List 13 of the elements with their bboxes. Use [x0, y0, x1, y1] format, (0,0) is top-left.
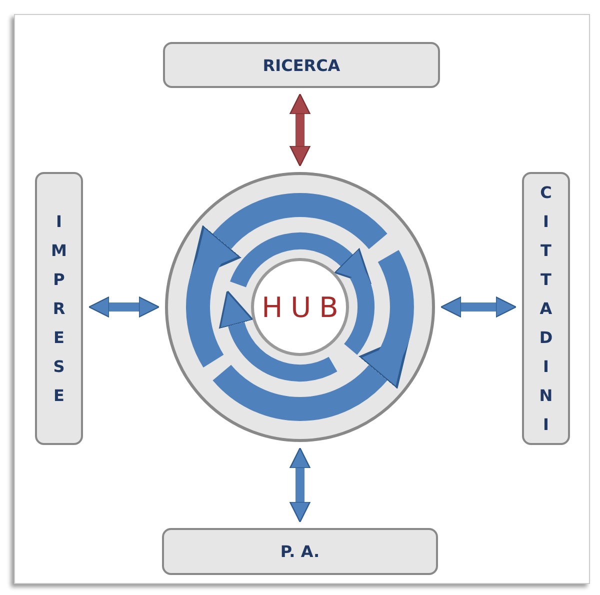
- rounded-box: [35, 172, 83, 445]
- box-label: CITTADINI: [538, 182, 554, 436]
- rounded-box: [162, 528, 438, 575]
- box-label: P. A.: [280, 542, 320, 561]
- rounded-box: [163, 42, 440, 88]
- box-label: RICERCA: [262, 56, 340, 74]
- box-label: IMPRESE: [51, 211, 67, 407]
- double-arrow: [440, 296, 517, 318]
- double-arrow: [289, 447, 311, 523]
- double-arrow: [289, 93, 311, 167]
- hub-label: HUB: [262, 290, 346, 324]
- rounded-box: [522, 172, 570, 445]
- double-arrow: [88, 296, 160, 318]
